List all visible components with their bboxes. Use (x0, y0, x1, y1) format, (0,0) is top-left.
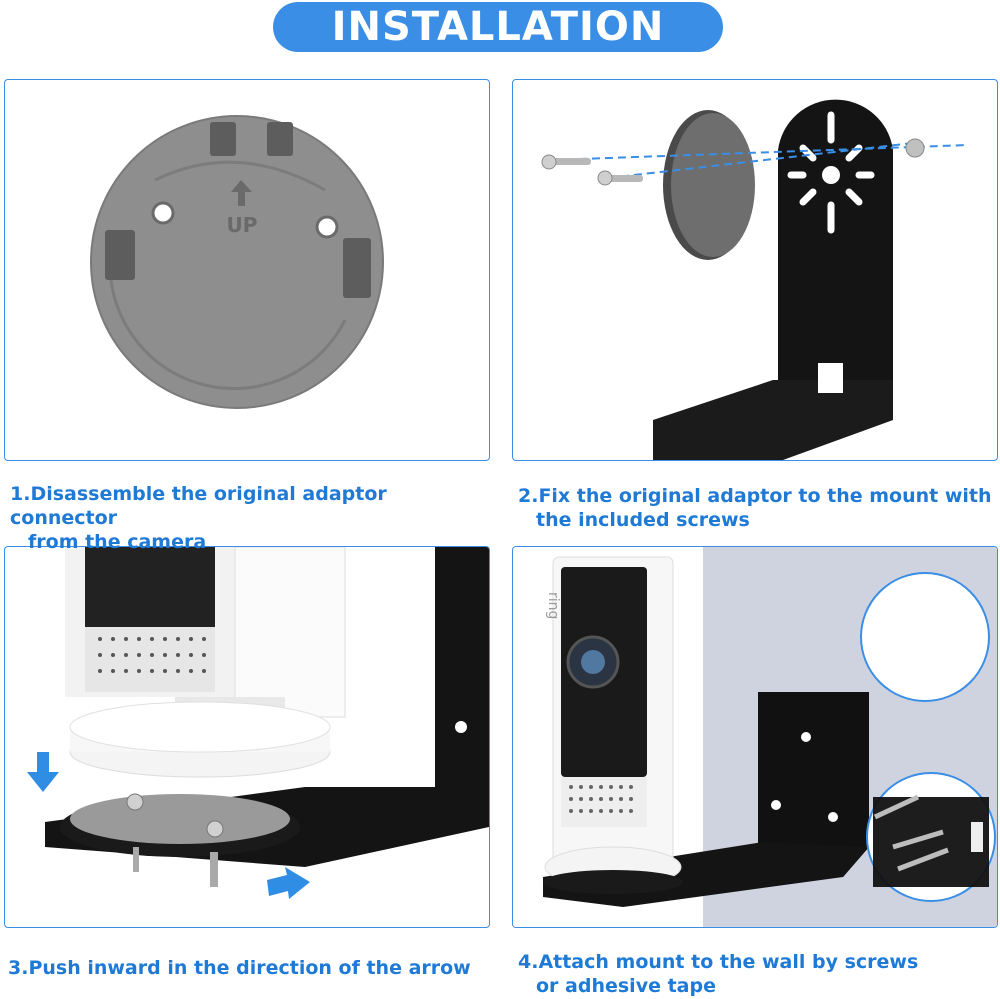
step-1-caption: 1.Disassemble the original adaptor conne… (10, 482, 490, 554)
push-inward-illustration (27, 547, 489, 899)
step-2-caption: 2.Fix the original adaptor to the mount … (518, 484, 998, 532)
step-2-line1: 2.Fix the original adaptor to the mount … (518, 485, 992, 507)
step-1-line2: from the camera (28, 531, 207, 553)
up-marking: UP (227, 213, 258, 237)
step-3-line1: 3.Push inward in the direction of the ar… (8, 957, 471, 979)
step-3-caption: 3.Push inward in the direction of the ar… (8, 956, 488, 980)
page-title: INSTALLATION (273, 2, 723, 52)
arrow-down-icon (27, 752, 59, 792)
arrow-right-icon (267, 867, 310, 899)
camera-brand-logo: ring (545, 592, 561, 619)
mount-assembly-illustration (541, 99, 969, 460)
step-4-line1: 4.Attach mount to the wall by screws (518, 951, 919, 973)
step-2-image (512, 79, 998, 461)
step-1-line1: 1.Disassemble the original adaptor conne… (10, 483, 387, 529)
step-4-image: ring (512, 546, 998, 928)
adaptor-plate-illustration: UP (90, 115, 384, 409)
step-3-image (4, 546, 490, 928)
step-4-caption: 4.Attach mount to the wall by screws or … (518, 950, 998, 998)
step-2-line2: the included screws (536, 509, 750, 531)
step-4-line2: or adhesive tape (536, 975, 716, 997)
step-1-image: UP (4, 79, 490, 461)
wall-attach-illustration: ring (513, 547, 997, 927)
